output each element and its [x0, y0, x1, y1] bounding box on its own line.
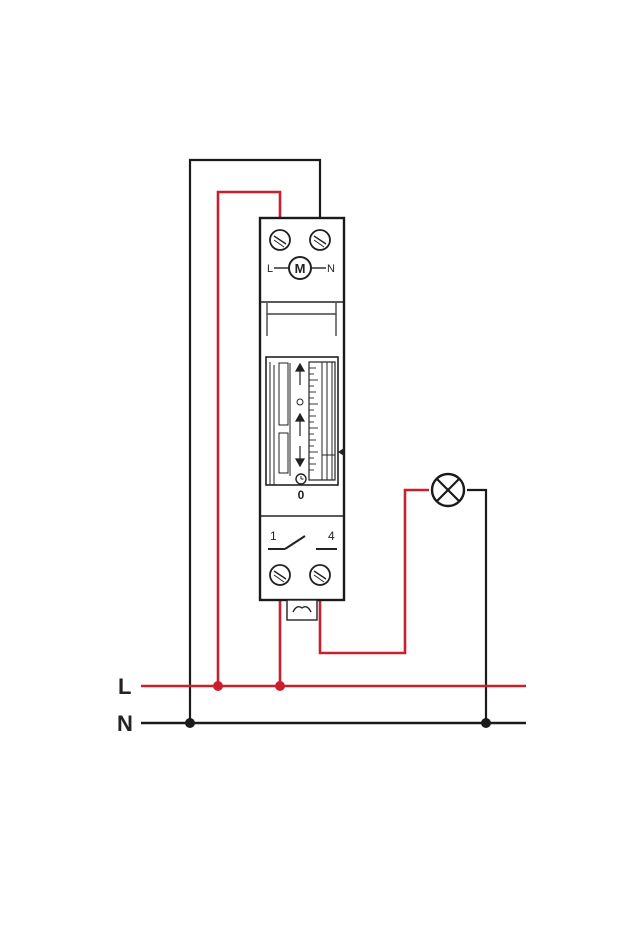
terminal-left-label: L	[267, 263, 273, 275]
neutral-to-motor-wire	[188, 158, 322, 723]
bottom-terminal-left	[269, 564, 291, 586]
dial-side-slot	[278, 432, 289, 474]
dial-hole	[296, 398, 304, 406]
dial-side-slot	[278, 362, 289, 426]
lamp	[430, 472, 466, 508]
timer-device: M L N	[258, 216, 346, 621]
live-junction-dot	[275, 681, 285, 691]
bottom-terminal-right	[309, 564, 331, 586]
arrow-down-icon	[294, 446, 306, 468]
live-bus-label: L	[118, 674, 131, 699]
switch-contact-icon	[268, 535, 337, 550]
live-to-motor-wire	[216, 190, 282, 686]
neutral-to-lamp-wire	[467, 488, 488, 723]
neutral-wiring	[188, 158, 488, 723]
arrow-up-icon	[294, 412, 306, 436]
switch-pin-1-label: 1	[270, 529, 277, 543]
switched-live-to-lamp-wire	[318, 488, 429, 655]
live-junction-dot	[213, 681, 223, 691]
cover-bracket	[266, 303, 337, 315]
arrow-up-icon	[294, 362, 306, 385]
dial-pointer-icon	[338, 448, 344, 456]
din-clip	[286, 599, 318, 621]
terminal-right-label: N	[327, 263, 335, 275]
dial-segment-pins	[321, 362, 335, 480]
neutral-bus-label: N	[117, 711, 133, 736]
switch-pin-4-label: 4	[328, 529, 335, 543]
neutral-junction-dot	[185, 718, 195, 728]
off-marker-label: 0	[298, 488, 305, 502]
top-terminal-left	[269, 229, 291, 251]
neutral-junction-dot	[481, 718, 491, 728]
top-terminal-right	[309, 229, 331, 251]
timer-dial: 0	[265, 356, 344, 502]
motor-label: M	[295, 261, 306, 276]
dial-tick-marks	[309, 367, 318, 471]
